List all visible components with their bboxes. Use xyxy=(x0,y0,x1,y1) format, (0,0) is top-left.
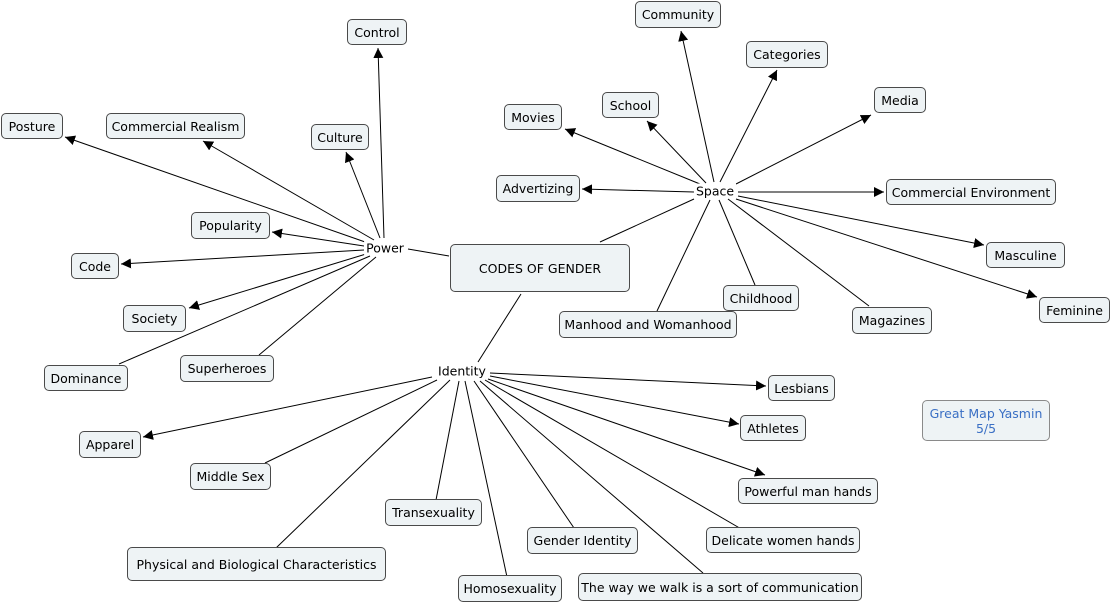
edge-identity-walk xyxy=(479,380,704,574)
node-childhood[interactable]: Childhood xyxy=(723,285,799,311)
node-manhood-womanhood[interactable]: Manhood and Womanhood xyxy=(559,311,737,338)
node-walk-communication[interactable]: The way we walk is a sort of communicati… xyxy=(578,573,862,601)
edge-space-movies xyxy=(564,128,701,185)
edge-power-popularity xyxy=(271,228,365,247)
node-magazines[interactable]: Magazines xyxy=(852,307,932,334)
feedback-note-line1: Great Map Yasmin xyxy=(929,405,1043,421)
node-apparel[interactable]: Apparel xyxy=(79,431,141,458)
node-feminine[interactable]: Feminine xyxy=(1039,297,1110,323)
node-culture[interactable]: Culture xyxy=(311,124,369,150)
edge-power-posture xyxy=(64,135,369,244)
node-movies[interactable]: Movies xyxy=(504,104,562,130)
node-control[interactable]: Control xyxy=(347,19,407,45)
edge-space-school xyxy=(646,120,707,184)
hub-space[interactable]: Space xyxy=(693,183,737,199)
edge-space-advertizing xyxy=(581,184,695,195)
feedback-note-line2: 5/5 xyxy=(975,420,997,436)
edge-identity-lesbians xyxy=(489,372,767,391)
edge-power-control xyxy=(373,47,385,239)
edge-power-culture xyxy=(345,151,381,239)
node-posture[interactable]: Posture xyxy=(1,113,63,139)
edge-space-masculine xyxy=(737,195,985,248)
node-masculine[interactable]: Masculine xyxy=(986,242,1065,268)
node-commercial-environment[interactable]: Commercial Environment xyxy=(886,179,1056,205)
hub-identity[interactable]: Identity xyxy=(436,363,488,379)
edge-power-dominance xyxy=(118,255,371,365)
node-gender-identity[interactable]: Gender Identity xyxy=(527,527,638,554)
node-powerful-man-hands[interactable]: Powerful man hands xyxy=(738,478,878,504)
node-dominance[interactable]: Dominance xyxy=(44,365,128,391)
hub-power[interactable]: Power xyxy=(364,240,406,256)
node-popularity[interactable]: Popularity xyxy=(191,212,270,239)
edge-identity-apparel xyxy=(142,376,433,440)
edge-power-society xyxy=(188,253,367,310)
edge-power-superheroes xyxy=(258,256,377,356)
edge-identity-delicate-women-hands xyxy=(484,379,744,531)
node-society[interactable]: Society xyxy=(123,305,186,332)
node-advertizing[interactable]: Advertizing xyxy=(496,175,580,202)
node-transexuality[interactable]: Transexuality xyxy=(385,499,482,526)
node-media[interactable]: Media xyxy=(874,87,926,113)
feedback-note[interactable]: Great Map Yasmin 5/5 xyxy=(922,400,1050,441)
edge-space-media xyxy=(735,114,872,185)
edge-space-magazines xyxy=(727,198,870,307)
edge-identity-homosexuality xyxy=(464,380,508,578)
node-categories[interactable]: Categories xyxy=(746,41,828,68)
edge-space-categories xyxy=(719,69,778,183)
node-community[interactable]: Community xyxy=(635,1,721,28)
edge-identity-powerful-man-hands xyxy=(487,378,766,477)
node-athletes[interactable]: Athletes xyxy=(740,415,806,441)
edge-space-feminine xyxy=(735,198,1038,299)
node-school[interactable]: School xyxy=(602,92,659,118)
node-superheroes[interactable]: Superheroes xyxy=(180,355,274,382)
edge-power-commercial-realism xyxy=(202,140,375,241)
edge-space-manhood xyxy=(656,199,711,312)
node-homosexuality[interactable]: Homosexuality xyxy=(458,575,562,602)
node-delicate-women-hands[interactable]: Delicate women hands xyxy=(706,527,860,553)
edge-identity-athletes xyxy=(489,375,740,428)
edge-identity-middle-sex xyxy=(264,379,438,464)
edge-space-community xyxy=(678,30,715,183)
node-commercial-realism[interactable]: Commercial Realism xyxy=(106,113,245,139)
edge-root-identity xyxy=(477,293,522,363)
edge-root-power xyxy=(407,248,450,257)
edge-space-childhood xyxy=(718,199,756,286)
edge-identity-physical xyxy=(275,379,451,549)
edge-power-code xyxy=(120,249,365,269)
node-code[interactable]: Code xyxy=(71,253,119,279)
edge-identity-gender-identity xyxy=(473,380,575,529)
node-physical-biological[interactable]: Physical and Biological Characteristics xyxy=(127,547,386,581)
node-middle-sex[interactable]: Middle Sex xyxy=(190,463,271,490)
node-lesbians[interactable]: Lesbians xyxy=(768,375,835,401)
edge-root-space xyxy=(599,198,695,243)
edge-identity-transexuality xyxy=(435,380,460,501)
root-node[interactable]: CODES OF GENDER xyxy=(450,244,630,292)
